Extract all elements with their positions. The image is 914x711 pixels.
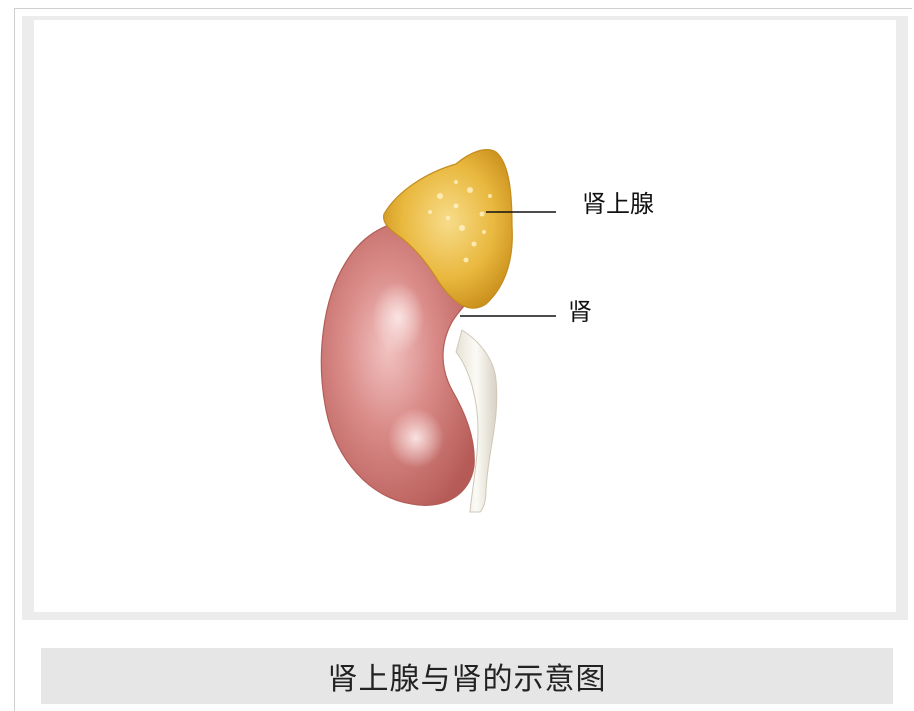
kidney-highlight [388, 408, 444, 468]
figure-caption: 肾上腺与肾的示意图 [328, 654, 607, 698]
adrenal-label: 肾上腺 [582, 192, 654, 216]
kidney-label: 肾 [568, 300, 592, 324]
caption-bar: 肾上腺与肾的示意图 [41, 648, 893, 704]
kidney-highlight [372, 282, 424, 354]
